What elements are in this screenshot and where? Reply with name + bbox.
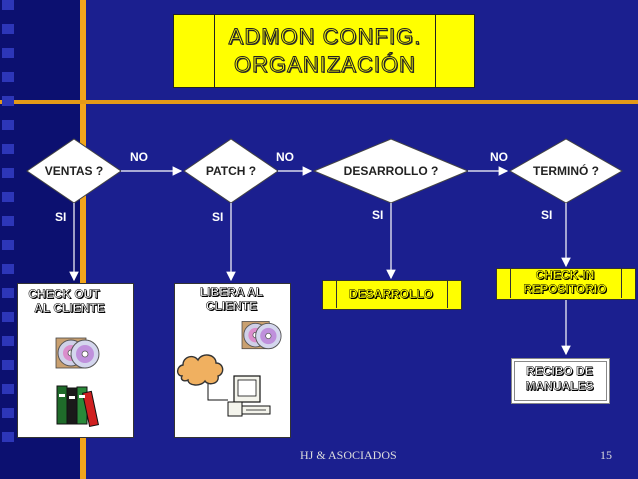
desarrollo-box-label: DESARROLLO: [349, 287, 433, 301]
checkout-line-2: AL CLIENTE: [34, 301, 105, 316]
recibo-line-1: RECIBO DE: [526, 364, 593, 379]
title-line-1: ADMON CONFIG.: [228, 24, 422, 50]
cloud-icon: [176, 354, 224, 386]
edge-si-1: SI: [55, 210, 67, 224]
decision-ventas-label: VENTAS ?: [44, 164, 104, 178]
desarrollo-box: [322, 280, 462, 310]
horizontal-accent-line: [0, 100, 638, 104]
cd-disc-icon: [55, 337, 100, 369]
libera-line-2: CLIENTE: [205, 299, 258, 314]
page-number: 15: [600, 448, 612, 462]
desarrollo-box-inner: [336, 280, 448, 308]
edge-no-1: NO: [130, 150, 148, 164]
checkin-box: [496, 268, 636, 300]
decision-termino-label: TERMINÓ ?: [533, 164, 599, 178]
edge-no-3: NO: [490, 150, 508, 164]
decision-patch-label: PATCH ?: [205, 164, 257, 178]
decorative-squares: [2, 0, 20, 456]
checkin-line-1: CHECK-IN: [535, 268, 595, 282]
checkin-line-2: REPOSITORIO: [523, 282, 607, 296]
footer-left: HJ & ASOCIADOS: [300, 448, 397, 462]
edge-si-4: SI: [541, 208, 553, 222]
libera-line-1: LIBERA AL: [199, 285, 264, 300]
binders-icon: [56, 385, 100, 428]
edge-si-3: SI: [372, 208, 384, 222]
decision-termino: [508, 138, 624, 204]
left-stripe-accent: [80, 0, 86, 479]
cd-disc-icon-2: [241, 321, 282, 350]
edge-no-2: NO: [276, 150, 294, 164]
recibo-line-2: MANUALES: [525, 379, 594, 394]
decision-desarrollo-label: DESARROLLO ?: [343, 164, 439, 178]
computer-icon: [207, 375, 271, 417]
checkout-line-1: CHECK OUT: [28, 287, 100, 302]
edge-si-2: SI: [212, 210, 224, 224]
recibo-box-inner: [514, 361, 607, 401]
title-box: ADMON CONFIG. ORGANIZACIÓN: [173, 14, 475, 88]
title-line-2: ORGANIZACIÓN: [234, 52, 416, 78]
checkin-box-inner: [510, 268, 622, 298]
